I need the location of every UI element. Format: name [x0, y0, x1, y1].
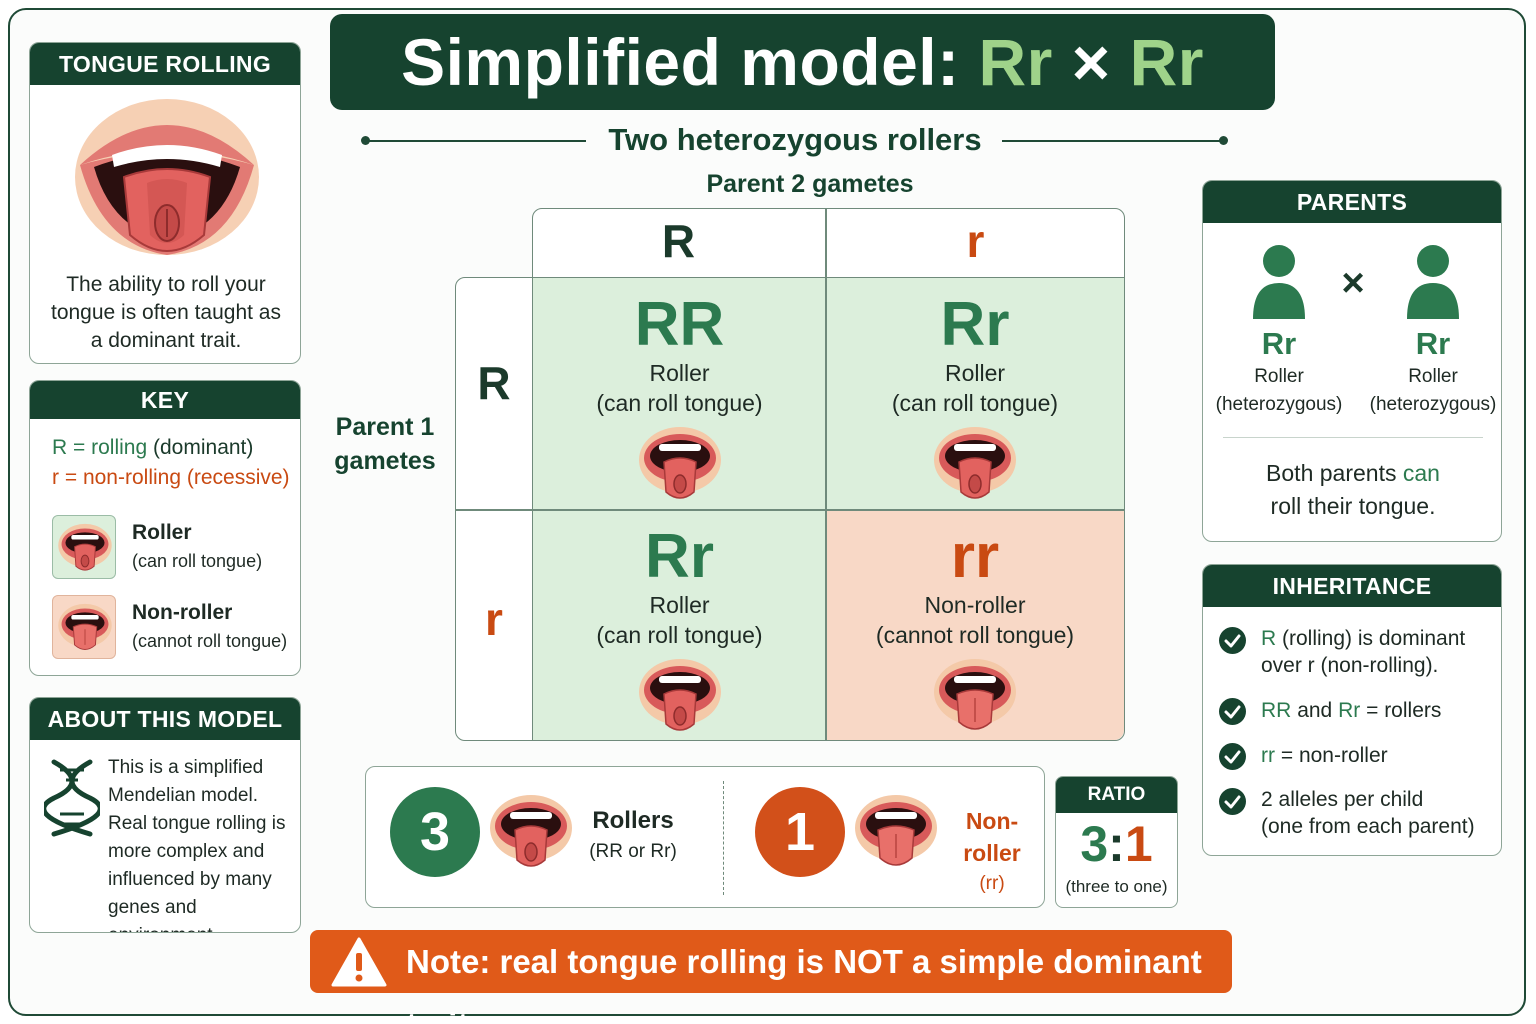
nonroller-summary-text: Non-roller (rr): [963, 808, 1021, 894]
key-dominant: R = rolling (dominant): [52, 436, 254, 459]
key-nonroller-text: Non-roller (cannot roll tongue): [132, 601, 288, 651]
check-icon: [1219, 627, 1246, 654]
parent1-gametes-label: Parent 1 gametes: [334, 413, 436, 475]
cell-Rr-top: Rr Roller (can roll tongue): [826, 278, 1124, 510]
subtitle: Two heterozygous rollers: [608, 122, 982, 157]
tongue-rolling-description: The ability to roll your tongue is often…: [50, 273, 281, 352]
cell-genotype: Rr: [940, 290, 1010, 359]
parents-summary: Both parents can roll their tongue.: [1266, 460, 1440, 519]
phenotype-summary: 3 Rollers (RR or Rr) 1 Non-roller (rr): [365, 766, 1045, 908]
flat-tongue-icon: [58, 603, 112, 650]
warning-note-text: Note: real tongue rolling is NOT a simpl…: [406, 943, 1202, 1024]
ratio-box: RATIO 3:1 (three to one): [1055, 776, 1178, 908]
cell-phenotype: Roller: [944, 360, 1006, 386]
key-heading: KEY: [30, 381, 300, 419]
row-header-divider: [455, 509, 533, 511]
rolled-tongue-icon: [934, 427, 1016, 499]
rolled-tongue-icon: [490, 795, 572, 867]
cell-genotype: RR: [634, 290, 725, 359]
tongue-rolling-heading: TONGUE ROLLING: [30, 43, 300, 85]
cell-RR: RR Roller (can roll tongue): [533, 278, 826, 510]
rollers-count-badge: 3: [390, 787, 480, 877]
rolled-tongue-icon: [638, 659, 721, 731]
key-roller-text: Roller (can roll tongue): [132, 521, 263, 571]
tongue-rolling-panel: TONGUE ROLLING The ability to roll your …: [29, 42, 301, 364]
cell-genotype: Rr: [645, 522, 714, 591]
parent-left-label: Rr Roller (heterozygous): [1215, 326, 1343, 415]
subtitle-right-line: [1002, 140, 1220, 142]
cell-phenotype: Roller: [649, 360, 710, 386]
warning-note: Note: real tongue rolling is NOT a simpl…: [310, 930, 1232, 1024]
summary-divider: [723, 781, 724, 895]
nonroller-swatch: [52, 595, 116, 659]
about-model-text: This is a simplified Mendelian model. Re…: [108, 757, 286, 932]
roller-swatch: [52, 515, 116, 579]
person-icon: [1407, 245, 1459, 319]
cell-detail: (can roll tongue): [596, 390, 763, 416]
check-icon: [1219, 788, 1246, 815]
nonroller-count-badge: 1: [755, 787, 845, 877]
parents-heading: PARENTS: [1203, 181, 1501, 223]
key-recessive: r = non-rolling (recessive): [52, 466, 290, 489]
person-icon: [1253, 245, 1305, 319]
parent-right-label: Rr Roller (heterozygous): [1369, 326, 1497, 415]
rollers-summary-text: Rollers (RR or Rr): [589, 807, 677, 862]
column-header-row: [532, 208, 1125, 278]
check-icon: [1219, 743, 1246, 770]
row-allele-R: R: [477, 357, 511, 409]
subtitle-left-dot: [361, 136, 370, 145]
cell-rr: rr Non-roller (cannot roll tongue): [826, 510, 1124, 740]
column-allele-R: R: [661, 215, 696, 267]
cell-detail: (cannot roll tongue): [875, 622, 1075, 648]
mouth-illustration-icon: [75, 99, 259, 255]
ratio-detail: (three to one): [1065, 877, 1168, 896]
rolled-tongue-icon: [638, 427, 721, 499]
cell-phenotype: Non-roller: [924, 592, 1026, 618]
subtitle-left-line: [368, 140, 586, 142]
inheritance-heading: INHERITANCE: [1203, 565, 1501, 607]
parents-cross-sign: ×: [1341, 261, 1365, 305]
check-icon: [1219, 698, 1246, 725]
column-header-divider: [825, 208, 827, 278]
flat-tongue-icon: [934, 659, 1016, 730]
parent2-gametes-label: Parent 2 gametes: [706, 170, 914, 198]
key-panel: KEY R = rolling (dominant) r = non-rolli…: [29, 380, 301, 676]
about-model-panel: ABOUT THIS MODEL This is a simplified Me…: [29, 697, 301, 933]
cell-detail: (can roll tongue): [891, 390, 1059, 416]
cell-detail: (can roll tongue): [596, 622, 763, 648]
rolled-tongue-icon: [58, 523, 112, 571]
parents-divider: [1223, 437, 1483, 438]
cell-genotype: rr: [950, 522, 1000, 591]
subtitle-right-dot: [1219, 136, 1228, 145]
cells-horizontal-divider: [532, 509, 1125, 511]
parents-panel: PARENTS × Rr Roller (heterozygous) Rr Ro…: [1202, 180, 1502, 542]
warning-icon: [331, 937, 387, 987]
cell-phenotype: Roller: [649, 592, 710, 618]
page-title: Simplified model: Rr × Rr: [330, 14, 1275, 110]
ratio-value: 3:1: [1080, 816, 1153, 872]
inheritance-panel: INHERITANCE R (rolling) is dominant over…: [1202, 564, 1502, 856]
row-allele-r: r: [485, 593, 503, 645]
dna-icon: [44, 759, 100, 837]
flat-tongue-icon: [855, 795, 937, 866]
cell-Rr-bottom: Rr Roller (can roll tongue): [533, 510, 826, 740]
column-allele-r: r: [966, 215, 985, 267]
ratio-heading: RATIO: [1056, 777, 1177, 813]
about-model-heading: ABOUT THIS MODEL: [30, 698, 300, 740]
